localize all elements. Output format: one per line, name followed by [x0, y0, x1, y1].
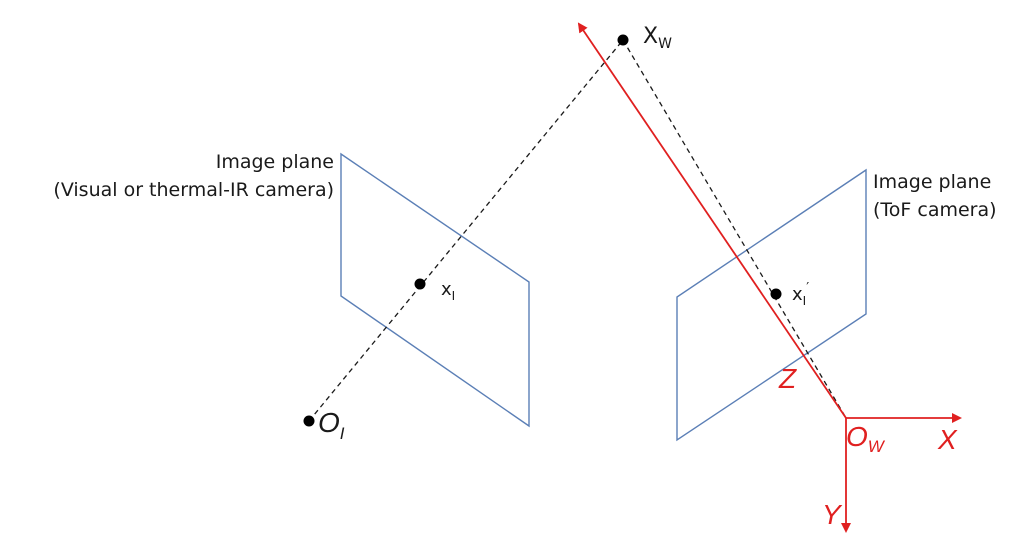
ray-right-to-world — [622, 39, 847, 419]
origin-left-label: OI — [318, 407, 345, 443]
y-axis-label: Y — [822, 499, 843, 530]
right-plane-label-line1: Image plane — [873, 171, 991, 193]
right-image-plane — [676, 168, 867, 442]
right-plane-label-line2: (ToF camera) — [873, 199, 997, 221]
image-point-left-label: xI — [441, 279, 455, 303]
world-point-label: XW — [643, 24, 672, 52]
image-point-right-label: xI′ — [792, 281, 809, 308]
world-point-dot — [617, 34, 629, 46]
ray-left-to-world — [308, 39, 624, 422]
origin-left-dot — [303, 415, 315, 427]
x-axis-label: X — [937, 424, 958, 455]
left-plane-label-line2: (Visual or thermal-IR camera) — [53, 179, 334, 201]
image-point-right-dot — [770, 288, 782, 300]
origin-world-label: OW — [846, 421, 886, 456]
z-axis-label: Z — [778, 363, 797, 394]
left-plane-label-line1: Image plane — [216, 151, 334, 173]
left-image-plane — [340, 152, 530, 428]
z-axis-arrow — [577, 22, 847, 419]
image-point-left-dot — [414, 278, 426, 290]
